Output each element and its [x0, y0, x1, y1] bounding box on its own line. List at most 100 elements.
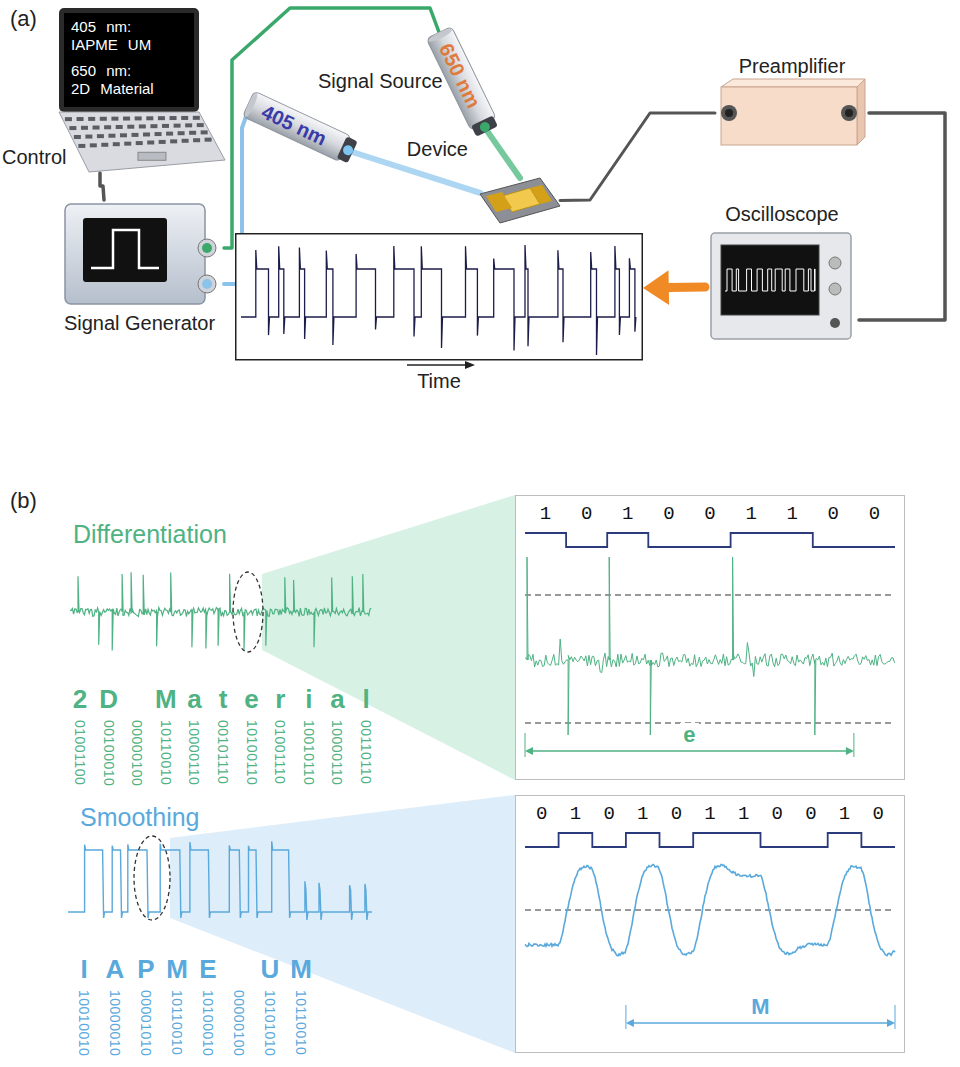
- bracket-tick: [853, 733, 854, 757]
- screen-trace: [725, 269, 815, 291]
- key: [189, 131, 196, 135]
- preamp-top: [721, 79, 865, 87]
- binary-code: 10000110: [186, 720, 202, 785]
- laser-label: 405 nm: [242, 91, 345, 159]
- laser-aperture: [478, 120, 491, 133]
- touchpad: [138, 152, 166, 160]
- bracket-tick: [895, 1005, 896, 1029]
- bit-sequence: 1 0 1 0 0 1 1 0 0: [540, 503, 889, 525]
- key: [97, 134, 104, 138]
- cable: [859, 113, 945, 320]
- character-label: e: [237, 685, 267, 713]
- bit-square-wave: [525, 533, 895, 547]
- key: [131, 133, 138, 137]
- inset-frame: [516, 796, 905, 1053]
- arrowhead: [626, 1019, 634, 1027]
- key: [124, 142, 131, 146]
- key: [104, 125, 111, 129]
- character-label: a: [179, 685, 209, 713]
- differentiation-inset: 1 0 1 0 0 1 1 0 0 e: [515, 495, 905, 780]
- key: [123, 117, 130, 121]
- character-label: P: [131, 955, 161, 983]
- binary-code: 10000110: [329, 720, 345, 785]
- character-label: i: [294, 685, 324, 713]
- key: [100, 117, 107, 121]
- device-label: Preamplifier: [715, 55, 869, 78]
- character-label: t: [208, 685, 238, 713]
- key: [108, 134, 115, 138]
- key: [193, 116, 200, 120]
- key: [113, 142, 120, 146]
- key: [101, 143, 108, 147]
- key: [158, 116, 165, 120]
- electrode: [486, 192, 512, 212]
- span-letter: e: [680, 723, 698, 747]
- span-letter: M: [748, 995, 772, 1019]
- output-port: [841, 105, 857, 121]
- pulse-icon: [91, 230, 159, 268]
- output-port: [198, 275, 216, 293]
- preamp-side: [857, 79, 865, 145]
- character-label: M: [151, 685, 181, 713]
- key: [147, 140, 154, 144]
- key: [162, 124, 169, 128]
- key: [178, 131, 185, 135]
- laser-aperture: [341, 144, 354, 157]
- key: [170, 139, 177, 143]
- key: [139, 124, 146, 128]
- differentiation-inset-drawing: [515, 495, 905, 780]
- laptop: 405 nm: IAPME UM650 nm: 2D Material: [45, 8, 245, 173]
- key: [155, 132, 162, 136]
- generator-body: [65, 204, 205, 304]
- character-label: E: [193, 955, 223, 983]
- binary-code: 10000010: [107, 990, 123, 1056]
- key: [146, 116, 153, 120]
- binary-code: 01001110: [272, 720, 288, 784]
- differentiated-trace: [525, 557, 895, 735]
- threshold-line: [525, 595, 895, 596]
- laser-cap: [243, 92, 259, 118]
- device-label: Device: [407, 138, 468, 161]
- zoom-projection: [262, 495, 515, 780]
- panel-label: (a): [10, 6, 37, 32]
- character-label: a: [322, 685, 352, 713]
- key: [116, 125, 123, 129]
- key: [120, 133, 127, 137]
- cable: [100, 173, 104, 200]
- laser-405: 405 nm: [242, 91, 358, 165]
- laser-head: [337, 136, 358, 163]
- arrowhead: [525, 747, 533, 755]
- key: [197, 123, 204, 127]
- device-label: Oscilloscope: [705, 203, 859, 226]
- key: [77, 117, 84, 121]
- key: [193, 138, 200, 142]
- device-chip: Device: [480, 178, 560, 223]
- panel-label: (b): [10, 488, 37, 514]
- bracket-tick: [525, 733, 526, 757]
- oscilloscope-screen: [721, 245, 819, 315]
- device-chip-drawing: [480, 178, 560, 223]
- laptop-frame: [59, 8, 199, 112]
- binary-code: 10110010: [293, 990, 309, 1055]
- bit-square-wave: [525, 833, 895, 847]
- time-axis: [407, 364, 467, 366]
- binary-code: 00101110: [215, 720, 231, 784]
- output-port: [198, 239, 216, 257]
- key: [78, 144, 85, 148]
- laptop-keyboard: [59, 112, 225, 172]
- cable: [560, 113, 715, 201]
- inset-frame: [516, 496, 905, 780]
- key: [150, 124, 157, 128]
- output-port: [202, 279, 212, 289]
- laptop-screen: [64, 13, 194, 107]
- character-label: l: [351, 685, 381, 713]
- key: [166, 132, 173, 136]
- electrode: [530, 185, 552, 204]
- key: [135, 116, 142, 120]
- key: [74, 135, 81, 139]
- character-label: M: [286, 955, 316, 983]
- smoothing-inset: 0 1 0 1 0 1 1 0 0 1 0M: [515, 795, 905, 1053]
- oscilloscope-body: [711, 233, 851, 339]
- key: [201, 130, 208, 134]
- threshold-line: [525, 910, 895, 911]
